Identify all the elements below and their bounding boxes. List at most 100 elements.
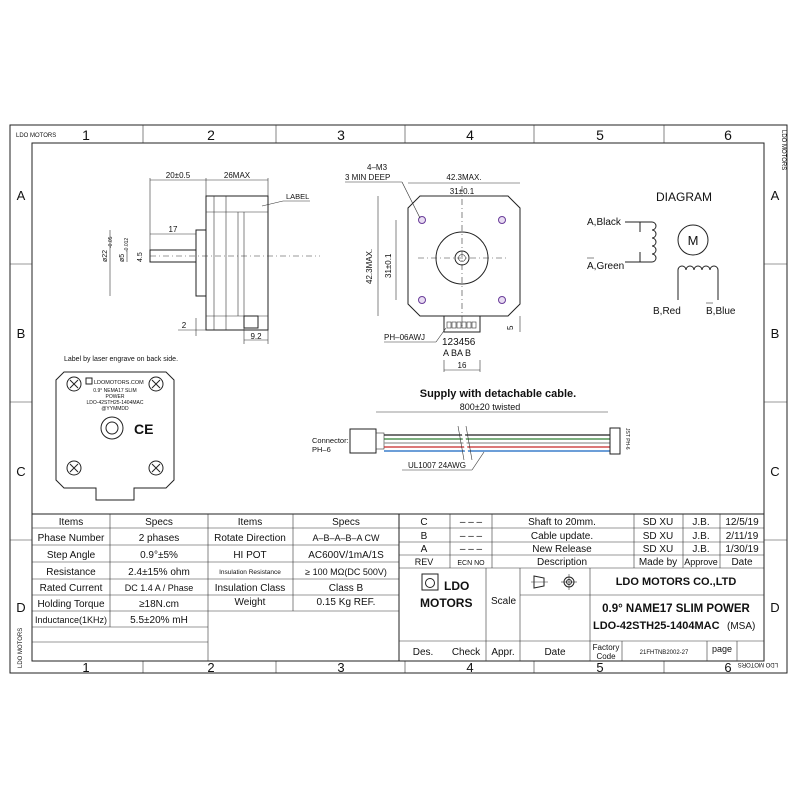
spec-header-items-2: Items [238,517,262,528]
pin-numbers: 123456 [442,337,476,348]
label-line-4: @YYMMDD [101,406,129,412]
spec-item: Resistance [46,567,96,578]
footer-appr: Appr. [491,647,514,658]
label-view: Label by laser engrave on back side. LDO… [55,356,178,501]
footer-date: Date [544,647,566,658]
logo-bottom: MOTORS [420,596,472,610]
connector-ph6 [349,428,377,454]
connector-jst-label: JST PH-6 [624,428,630,450]
wire-b-blue: B,Blue [706,306,736,317]
dim-d5: ø5 [119,254,126,262]
spec-value: 5.5±20% mH [130,615,188,626]
ldo-logo: LDO MOTORS [420,573,472,610]
dim-31-top: 31±0.1 [450,187,475,196]
row-label-left-a: A [17,188,26,203]
mount-hole-br [498,296,506,304]
rev-description: Cable update. [531,531,593,542]
spec-value: Class B [329,583,364,594]
rev-date: 2/11/19 [726,531,759,542]
corner-label-top: LDO MOTORS [16,133,56,139]
corner-label-right: LDO MOTORS [780,130,786,170]
wire-a-black: A,Black [587,217,622,228]
corner-label-left: LDO MOTORS [18,628,24,668]
rev-header-made-by: Made by [639,557,677,568]
col-label-bottom-6: 6 [724,660,731,675]
rev-header-rev: REV [415,557,434,567]
label-callout: LABEL [286,192,309,201]
pin-letters: A BA B [443,348,471,358]
col-label-top-3: 3 [337,127,345,143]
spec-header-specs-1: Specs [145,517,173,528]
spec-value: 0.9°±5% [140,550,178,561]
wire-a-green: A,Green [587,261,624,272]
rev-letter: B [421,531,428,542]
col-label-bottom-1: 1 [82,660,89,675]
rev-header-date: Date [731,557,753,568]
rev-made-by: SD XU [643,531,674,542]
dim-92: 9.2 [250,332,262,341]
spec-item: Holding Torque [37,599,105,610]
corner-label-bottom: LDO MOTORS [738,661,778,667]
connector-jst [609,427,621,455]
row-label-right-a: A [771,188,780,203]
dim-5: 5 [506,325,515,330]
diagram-title: DIAGRAM [656,190,712,204]
label-brand: LDOMOTORS.COM [94,380,144,386]
spec-item: Weight [235,597,266,608]
ce-mark: CE [134,421,153,437]
screw-bl [66,460,82,476]
spec-value: A–B–A–B–A CW [312,533,380,543]
col-label-top-1: 1 [82,127,90,143]
col-label-top-5: 5 [596,127,604,143]
factory-code: 21FHTNB2002-27 [640,650,689,656]
dim-31-left: 31±0.1 [384,253,393,278]
spec-item: Inductance(1KHz) [35,615,107,625]
drawing-title-suffix: (MSA) [727,621,755,632]
screw-note-1: 4–M3 [367,163,388,172]
spec-header-specs-2: Specs [332,517,360,528]
row-label-right-b: B [771,326,780,341]
side-view: 20±0.5 26MAX LABEL 17 ø22 -0.05 ø5 -0.01… [102,171,320,344]
spec-value: 0.15 Kg REF. [317,597,376,608]
rev-ecn: – – – [460,531,483,542]
mount-hole-bl [418,296,426,304]
cable-length: 800±20 twisted [460,402,520,412]
dim-26: 26MAX [224,171,251,180]
cable-view: Supply with detachable cable. 800±20 twi… [312,388,630,471]
projection-symbol [531,574,577,590]
dim-d22-tol: -0.05 [108,236,114,248]
col-label-bottom-2: 2 [207,660,214,675]
dim-45: 4.5 [137,252,144,262]
connector-label-1: Connector: [312,436,349,445]
cable-title: Supply with detachable cable. [420,388,576,400]
motor-face [407,195,521,317]
connector-callout: PH–06AWJ [384,333,425,342]
label-face [55,371,175,501]
spec-value: 2 phases [139,533,180,544]
spec-item: HI POT [233,550,266,561]
footer-des: Des. [413,647,434,658]
motor-symbol-label: M [688,233,699,248]
row-label-right-d: D [770,600,779,615]
rev-letter: C [420,517,427,528]
motor-symbol [677,224,709,256]
dim-16: 16 [458,361,467,370]
page-label: page [712,644,732,654]
spec-value: AC600V/1mA/1S [308,550,384,561]
wire-spec: UL1007 24AWG [408,461,466,470]
rev-approve: J.B. [692,531,709,542]
dim-d22: ø22 [102,250,109,262]
rev-ecn: – – – [460,517,483,528]
wiring-diagram: DIAGRAM M A,Black A,Green B,Red B,Blue [587,190,736,317]
logo-top: LDO [444,579,469,593]
drawing-title-1: 0.9° NAME17 SLIM POWER [602,603,750,615]
scale-label: Scale [491,596,516,607]
row-label-left-c: C [16,464,25,479]
motor-boss [195,229,207,297]
rev-approve: J.B. [692,544,709,555]
dim-d5-tol: -0.012 [124,238,130,252]
row-label-left-b: B [17,326,26,341]
factory-code-label-2: Code [596,652,616,661]
col-label-bottom-5: 5 [596,660,603,675]
